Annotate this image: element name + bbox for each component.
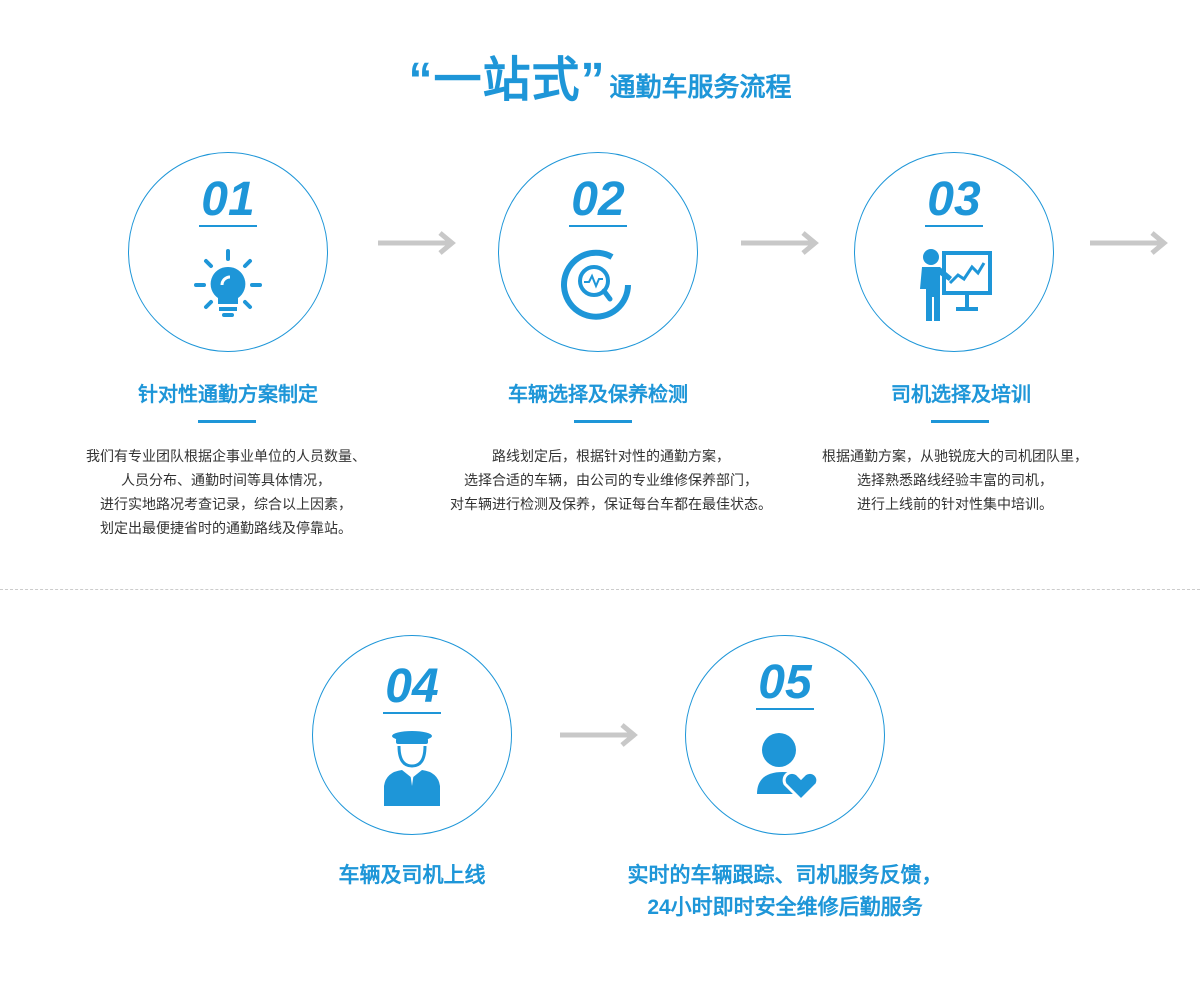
step-title: 司机选择及培训 [891, 384, 1031, 406]
step-3-circle: 03 [854, 152, 1054, 352]
step-number: 05 [756, 656, 814, 710]
step-description: 根据通勤方案，从驰锐庞大的司机团队里，选择熟悉路线经验丰富的司机，进行上线前的针… [822, 448, 1088, 512]
page-title: “一站式”通勤车服务流程 [0, 40, 1200, 110]
inspection-magnifier-icon [561, 249, 631, 320]
arrow-right-icon [378, 231, 456, 255]
step-number: 03 [925, 173, 983, 227]
arrow-right-icon [560, 723, 638, 747]
step-description: 路线划定后，根据针对性的通勤方案，选择合适的车辆，由公司的专业维修保养部门，对车… [450, 448, 772, 512]
step-title: 实时的车辆跟踪、司机服务反馈， 24小时即时安全维修后勤服务 [627, 864, 943, 919]
step-5-circle: 05 [685, 635, 885, 835]
driver-icon [384, 731, 440, 806]
step-title: 针对性通勤方案制定 [138, 384, 318, 406]
arrow-right-icon [741, 231, 819, 255]
step-4-circle: 04 [312, 635, 512, 835]
step-description: 我们有专业团队根据企事业单位的人员数量、人员分布、通勤时间等具体情况，进行实地路… [86, 448, 366, 536]
step-number: 01 [199, 173, 257, 227]
step-title: 车辆选择及保养检测 [508, 384, 688, 406]
arrow-right-icon [1090, 231, 1168, 255]
title-underline [574, 420, 632, 423]
step-number: 02 [569, 173, 627, 227]
title-sub: 通勤车服务流程 [609, 72, 792, 102]
title-main: “一站式” [408, 54, 606, 107]
lightbulb-icon [194, 249, 262, 317]
trainer-presentation-icon [920, 249, 992, 321]
step-number: 04 [383, 660, 441, 714]
step-1-circle: 01 [128, 152, 328, 352]
user-heart-icon [757, 733, 820, 803]
title-underline [198, 420, 256, 423]
section-divider [0, 589, 1200, 590]
step-2-circle: 02 [498, 152, 698, 352]
title-underline [931, 420, 989, 423]
step-title: 车辆及司机上线 [338, 864, 486, 887]
